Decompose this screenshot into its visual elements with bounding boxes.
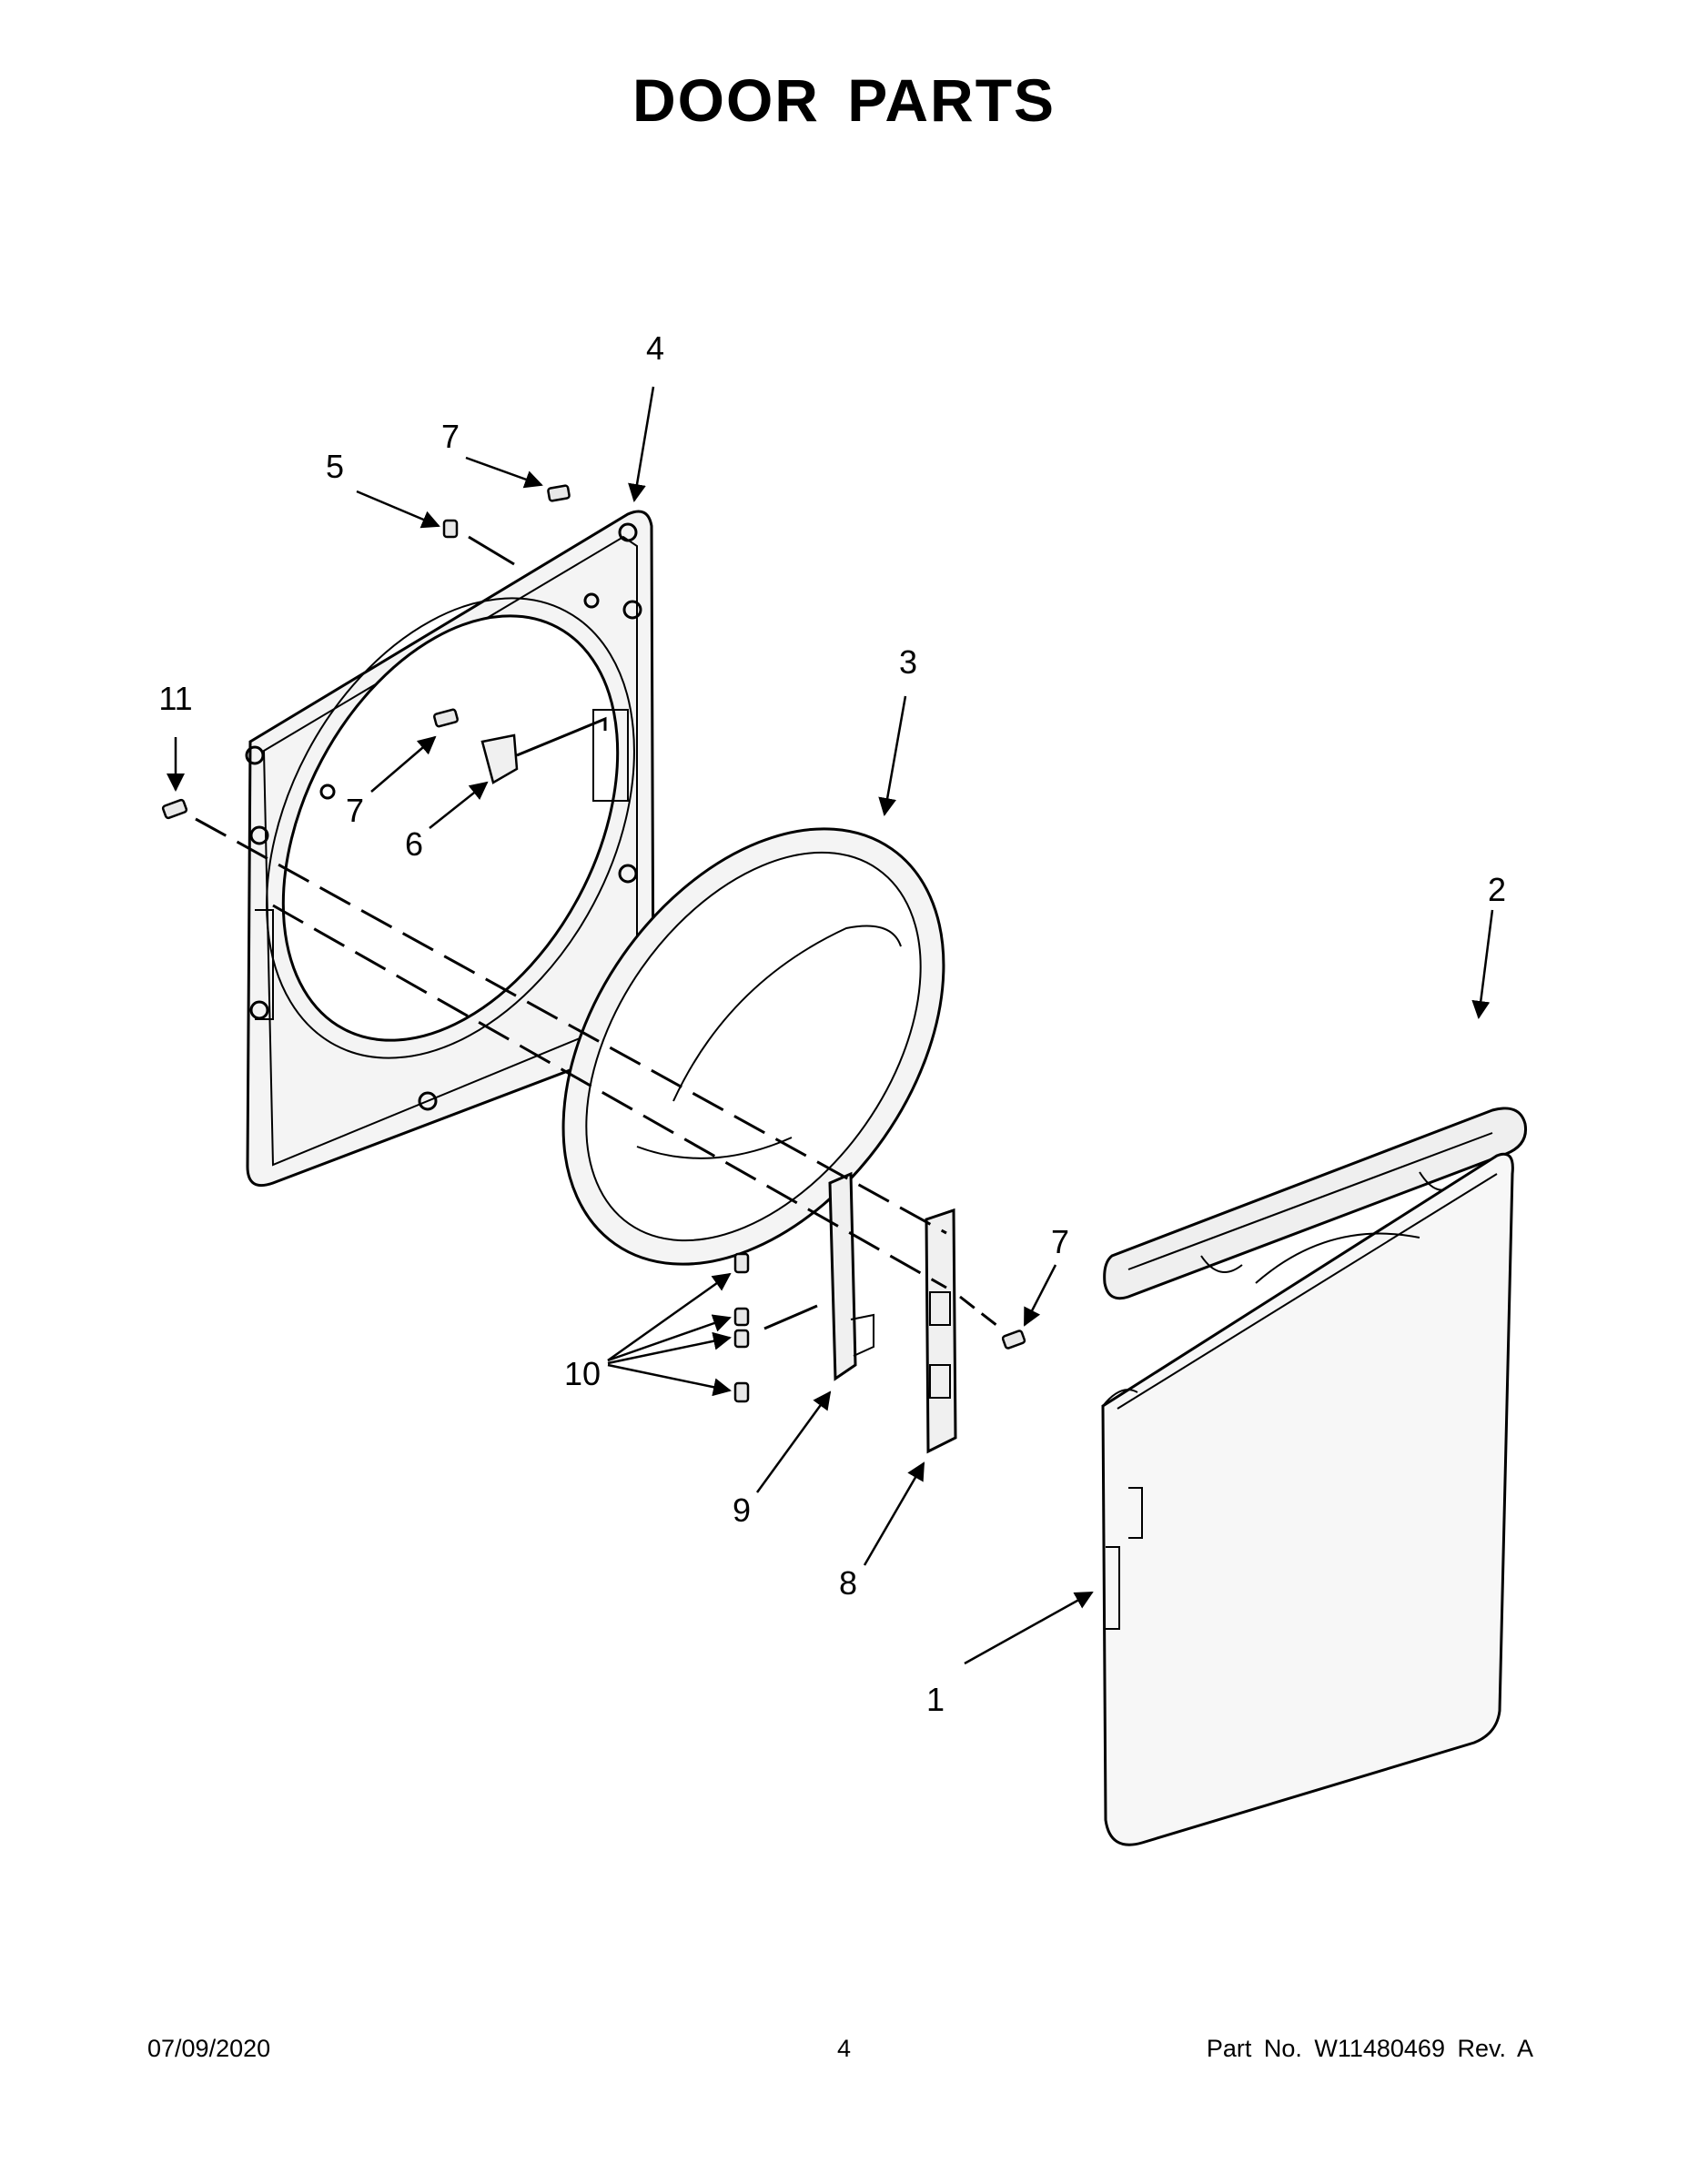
callout-6: 6 [405, 825, 423, 863]
footer-page-number: 4 [836, 2035, 852, 2062]
callout-7-left: 7 [346, 792, 364, 829]
door-liner-part-3 [561, 827, 945, 1266]
door-handle-trim-part-2 [1103, 1107, 1528, 1300]
leader-arrows [167, 386, 1494, 1665]
screws [161, 484, 1026, 1350]
callout-1: 1 [926, 1681, 945, 1718]
callout-labels: 1 2 3 4 5 6 7 7 7 8 9 10 11 [158, 329, 1506, 1718]
callout-7-top: 7 [441, 418, 460, 455]
hinge-part-9 [828, 1171, 874, 1381]
footer-date: 07/09/2020 [147, 2035, 271, 2062]
callout-11: 11 [158, 680, 192, 717]
callout-3: 3 [899, 643, 917, 681]
assembly-lines [195, 535, 1002, 1330]
callout-9: 9 [733, 1491, 751, 1529]
callout-2: 2 [1488, 871, 1506, 908]
bushings-part-10 [733, 1252, 750, 1403]
footer-part-number: Part No. W11480469 Rev. A [1206, 2035, 1533, 2062]
callout-7-right: 7 [1051, 1223, 1069, 1260]
callout-10: 10 [564, 1355, 601, 1392]
callout-8: 8 [839, 1564, 857, 1602]
hinge-plate-part-8 [925, 1208, 957, 1454]
door-panel-part-1 [1101, 1152, 1514, 1846]
latch-bracket-part-6 [480, 716, 607, 784]
callout-5: 5 [326, 448, 344, 485]
page-title: DOOR PARTS [632, 66, 1056, 134]
callout-4: 4 [646, 329, 664, 367]
